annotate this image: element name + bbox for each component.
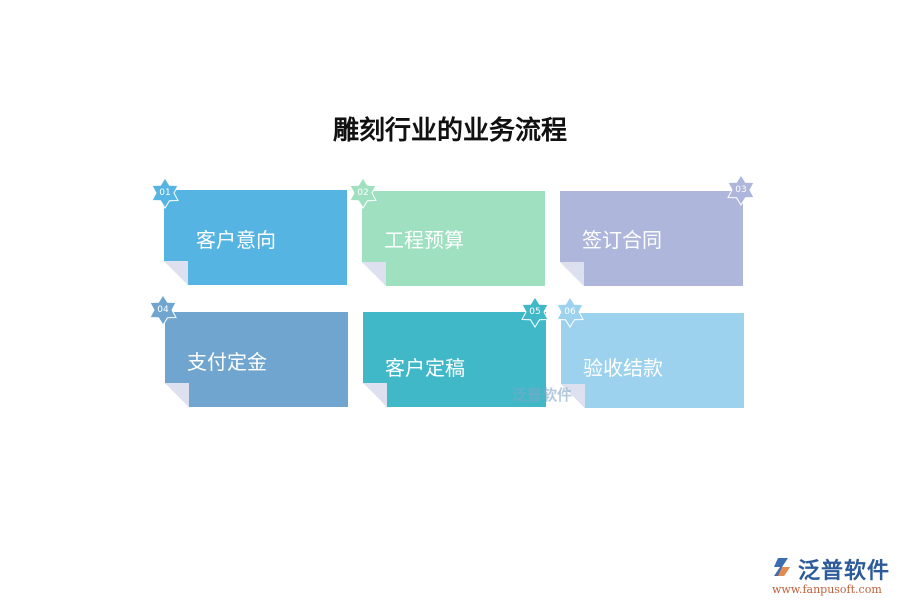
page-fold [362,262,386,286]
star-icon [727,174,755,206]
step-number-badge: 03 [725,174,757,206]
step-label: 客户定稿 [385,356,465,380]
step-label: 签订合同 [582,228,662,252]
page-fold [561,384,585,408]
step-card: 工程预算 [362,191,545,286]
star-icon [151,177,179,209]
page-fold [363,383,387,407]
step-number: 04 [157,305,169,315]
step-card: 客户意向 [164,190,347,285]
step-number: 05 [529,307,541,317]
step-label: 验收结款 [583,356,663,380]
step-card: 验收结款 [561,313,744,408]
step-card: 签订合同 [560,191,743,286]
star-icon [349,177,377,209]
step-label: 工程预算 [384,228,464,252]
star-icon [149,294,177,326]
step-number: 02 [357,188,369,198]
page-fold [165,383,189,407]
step-number: 06 [564,307,576,317]
star-icon [556,296,584,328]
step-number-badge: 02 [347,177,379,209]
step-number-badge: 05 [519,296,551,328]
brand-logo: 泛普软件 www.fanpusoft.com [772,553,890,596]
step-number-badge: 06 [554,296,586,328]
logo-icon [774,558,790,576]
step-label: 客户意向 [196,228,276,252]
watermark: 泛普软件 [512,386,573,404]
step-card: 客户定稿 [363,312,546,407]
logo-name: 泛普软件 [798,559,891,584]
step-card: 支付定金 [165,312,348,407]
step-number: 03 [735,185,747,195]
step-number-badge: 04 [147,294,179,326]
page-fold [560,262,584,286]
step-label: 支付定金 [187,350,267,374]
logo-url: www.fanpusoft.com [772,583,882,596]
page-title: 雕刻行业的业务流程 [332,116,567,146]
step-number: 01 [159,188,171,198]
step-number-badge: 01 [149,177,181,209]
page-fold [164,261,188,285]
star-icon [521,296,549,328]
